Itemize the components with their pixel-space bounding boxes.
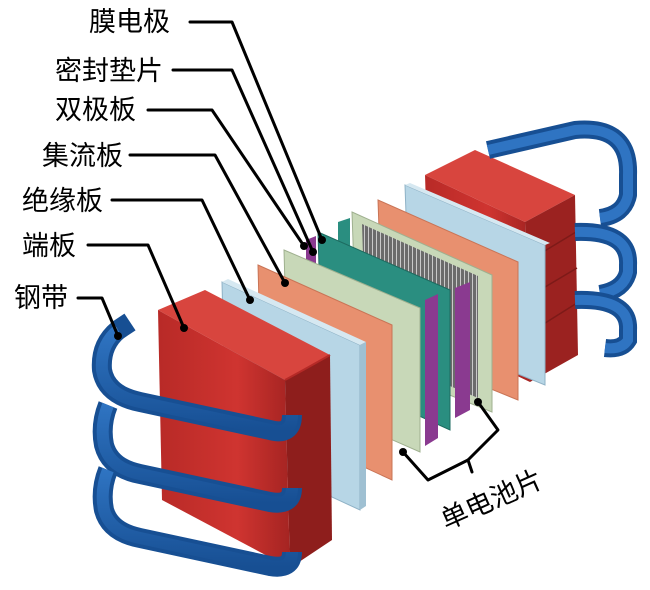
label-insulation-plate: 绝缘板 (22, 186, 103, 217)
label-gasket: 密封垫片 (55, 56, 163, 87)
leader-insulation-plate (110, 198, 252, 302)
label-single-cell: 单电池片 (436, 464, 547, 536)
leader-steel-strap (76, 296, 120, 338)
leader-single-cell-stem (466, 458, 474, 474)
leader-gasket (171, 68, 315, 254)
label-steel-strap: 钢带 (14, 283, 68, 314)
right-steel-straps (485, 120, 638, 358)
labels: 膜电极 密封垫片 双极板 集流板 绝缘板 端板 钢带 单电池片 (14, 7, 548, 536)
back-gasket (455, 282, 470, 418)
label-bipolar-plate: 双极板 (55, 95, 136, 126)
leader-single-cell-a (401, 450, 470, 482)
leader-current-collector (128, 153, 287, 285)
leader-single-cell-b (466, 400, 500, 462)
leader-bipolar-plate (146, 108, 306, 248)
leader-membrane-electrode (188, 20, 324, 242)
label-membrane-electrode: 膜电极 (89, 7, 170, 38)
label-current-collector: 集流板 (42, 141, 123, 172)
label-end-plate: 端板 (22, 231, 76, 262)
leader-lines (76, 20, 500, 482)
left-steel-straps (91, 313, 302, 577)
leader-end-plate (86, 243, 186, 330)
